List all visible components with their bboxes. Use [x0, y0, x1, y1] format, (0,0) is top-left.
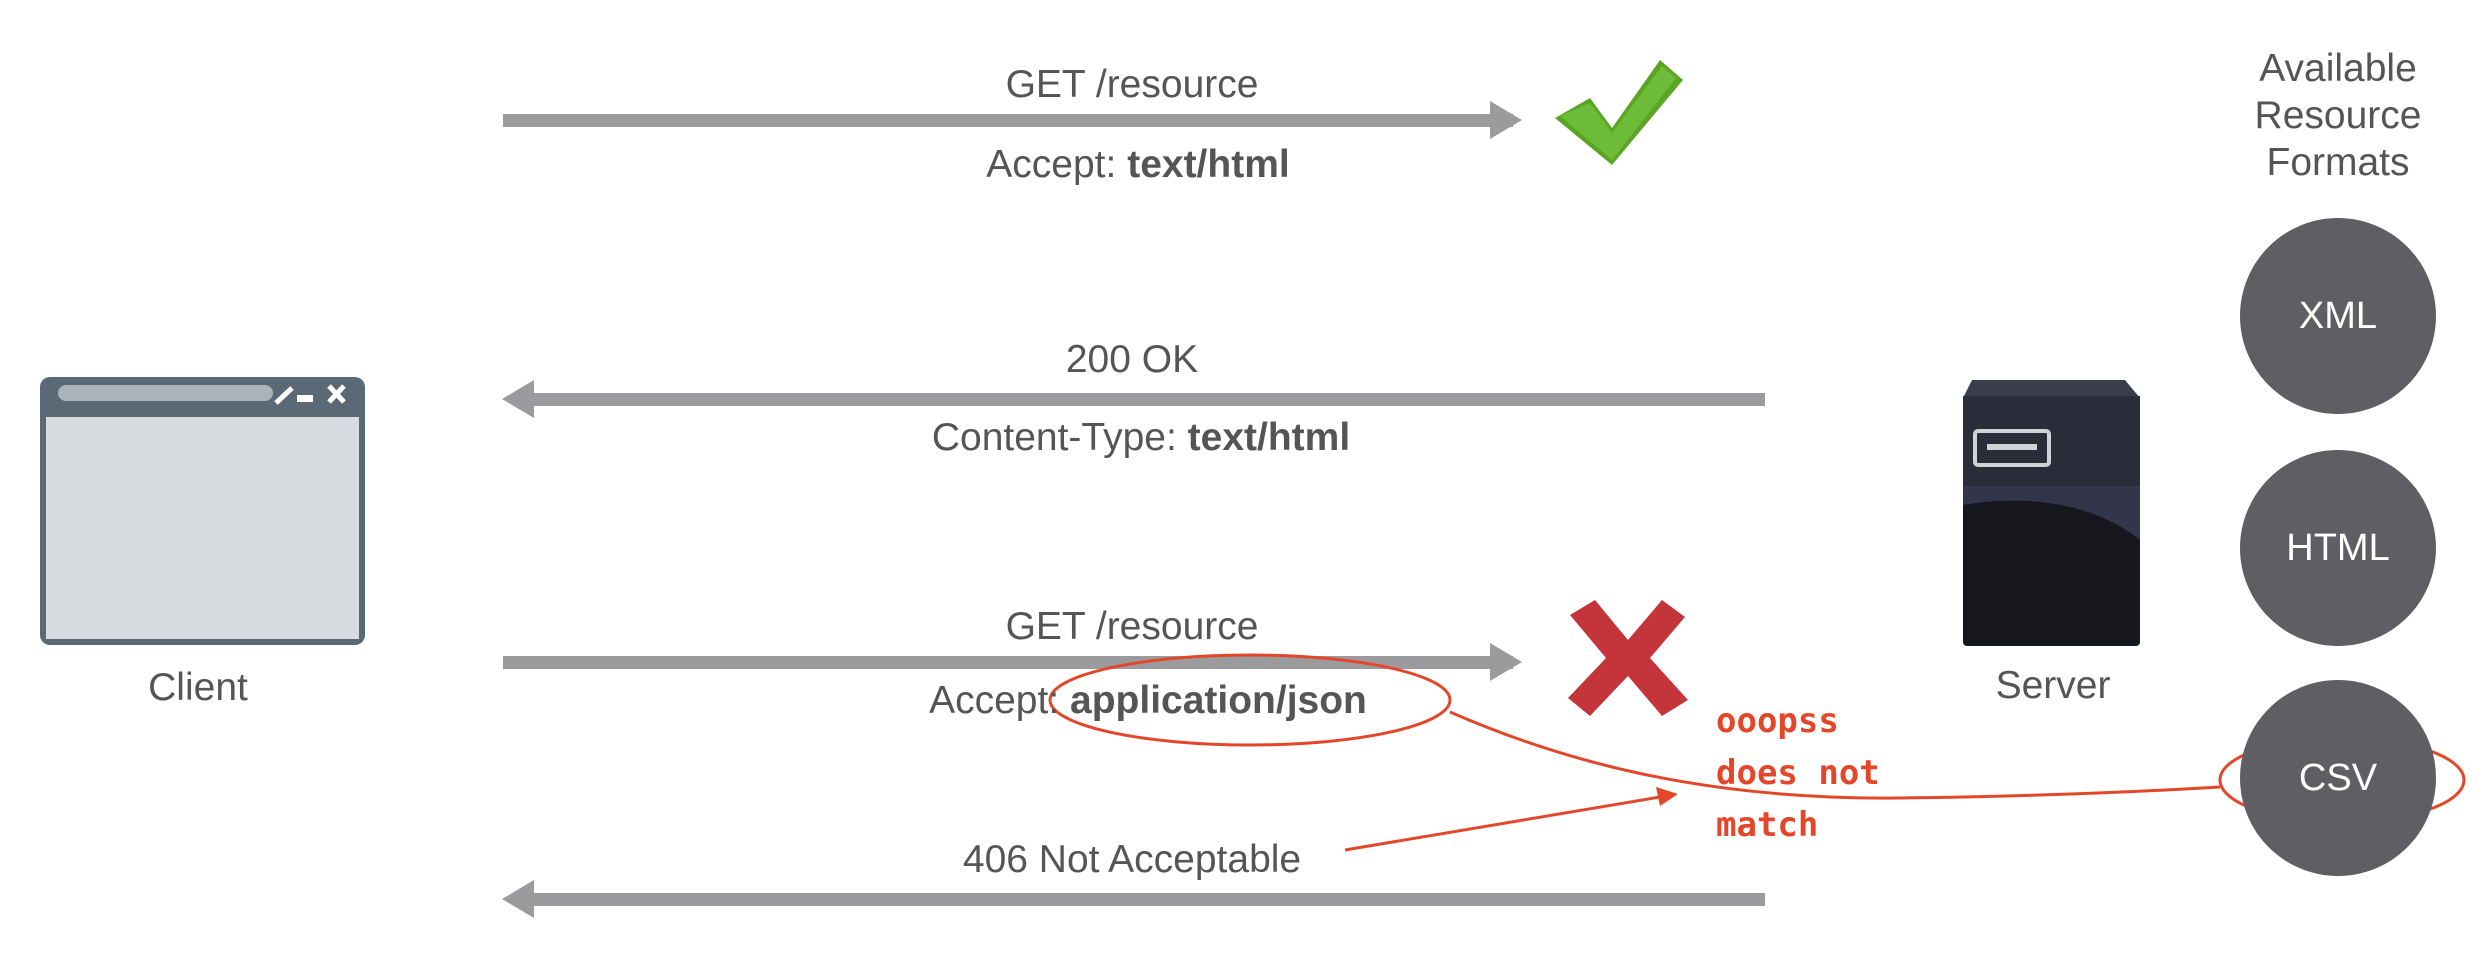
formats-title-line-3: Formats [2266, 141, 2410, 184]
annotation-arrow [1344, 787, 1678, 852]
response-arrow-2 [502, 880, 1765, 918]
response-2-status: 406 Not Acceptable [962, 838, 1302, 881]
format-html: HTML [2240, 450, 2436, 646]
annotation-line-1: ooopss [1716, 701, 1839, 741]
request-2-header-value: application/json [1070, 679, 1367, 722]
format-xml: XML [2240, 218, 2436, 414]
request-2-line: GET /resource [1005, 605, 1259, 648]
request-2-header-name: Accept: [929, 679, 1060, 722]
annotation-note: ooopss does not match [1716, 695, 1880, 851]
server-label: Server [1995, 664, 2111, 707]
annotation-line-2: does not [1716, 753, 1880, 793]
request-2-header: Accept: application/json [929, 681, 1367, 720]
request-arrow-1 [503, 101, 1522, 139]
formats-title-line-1: Available [2259, 47, 2417, 90]
response-arrow-1 [502, 380, 1765, 418]
format-csv: CSV [2240, 680, 2436, 876]
formats-title: Available Resource Formats [2255, 45, 2422, 186]
client-label: Client [148, 666, 248, 709]
check-icon [1555, 60, 1683, 165]
request-1-header-value: text/html [1127, 143, 1290, 186]
annotation-ellipse-json [1048, 653, 1452, 747]
response-1-header-name: Content-Type: [931, 416, 1177, 459]
annotation-line-3: match [1716, 805, 1819, 845]
formats-title-line-2: Resource [2254, 94, 2422, 137]
server-icon [1963, 380, 2140, 646]
response-1-header-value: text/html [1187, 416, 1351, 459]
annotation-connector [1449, 710, 2221, 800]
response-1-header: Content-Type: text/html [932, 418, 1350, 457]
request-1-line: GET /resource [1005, 63, 1259, 106]
client-window-icon [40, 377, 365, 645]
request-1-header-name: Accept: [986, 143, 1117, 186]
request-1-header: Accept: text/html [986, 145, 1289, 184]
request-arrow-2 [503, 643, 1522, 681]
response-1-status: 200 OK [1065, 338, 1199, 381]
cross-icon [1568, 600, 1688, 716]
